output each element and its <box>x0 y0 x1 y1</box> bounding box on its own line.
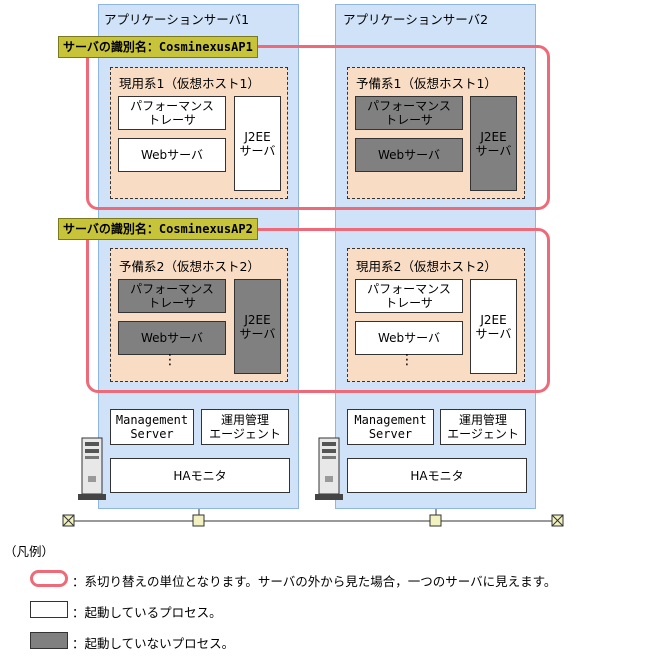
legend-title: （凡例） <box>4 544 55 559</box>
perf-tracer-process: パフォーマンス トレーサ <box>118 96 226 130</box>
j2ee-server-process: J2EE サーバ <box>470 96 517 191</box>
legend-white-swatch <box>30 601 68 618</box>
legend-white-text: ：起動しているプロセス。 <box>72 605 222 620</box>
perf-tracer-process: パフォーマンス トレーサ <box>355 96 463 130</box>
legend-red-text: ：系切り替えの単位となります。サーバの外から見た場合，一つのサーバに見えます。 <box>72 574 557 589</box>
management-server-box: Management Server <box>110 409 194 445</box>
server-2-title: アプリケーションサーバ2 <box>343 12 489 27</box>
j2ee-server-process: J2EE サーバ <box>470 279 517 374</box>
j2ee-server-process: J2EE サーバ <box>234 96 281 191</box>
j2ee-server-process: J2EE サーバ <box>234 279 281 374</box>
server-id-label-2: サーバの識別名：CosminexusAP2 <box>58 218 258 240</box>
network-line <box>62 509 564 527</box>
more-processes-ellipsis: ⋮ <box>400 352 414 368</box>
host-active-2-title: 現用系2（仮想ホスト2） <box>356 259 497 274</box>
ha-monitor-box: HAモニタ <box>110 458 290 493</box>
legend-gray-text: ：起動していないプロセス。 <box>72 636 235 651</box>
legend-red-swatch <box>30 570 68 587</box>
server-id-label-1: サーバの識別名：CosminexusAP1 <box>58 36 258 58</box>
server-machine-icon <box>315 437 343 500</box>
switchover-group-2 <box>86 228 550 393</box>
host-standby-1-title: 予備系1（仮想ホスト1） <box>356 76 497 91</box>
server-1-title: アプリケーションサーバ1 <box>104 12 250 27</box>
web-server-process: Webサーバ <box>355 138 463 172</box>
perf-tracer-process: パフォーマンス トレーサ <box>355 279 463 313</box>
more-processes-ellipsis: ⋮ <box>163 352 177 368</box>
web-server-process: Webサーバ <box>355 321 463 355</box>
ha-monitor-box: HAモニタ <box>347 458 527 493</box>
switchover-group-1 <box>86 45 550 210</box>
management-server-box: Management Server <box>347 409 434 445</box>
ops-agent-box: 運用管理 エージェント <box>201 409 289 445</box>
host-active-1-title: 現用系1（仮想ホスト1） <box>119 76 260 91</box>
web-server-process: Webサーバ <box>118 138 226 172</box>
host-standby-2-title: 予備系2（仮想ホスト2） <box>119 259 260 274</box>
perf-tracer-process: パフォーマンス トレーサ <box>118 279 226 313</box>
ops-agent-box: 運用管理 エージェント <box>440 409 526 445</box>
server-machine-icon <box>78 437 106 500</box>
legend-gray-swatch <box>30 632 68 649</box>
web-server-process: Webサーバ <box>118 321 226 355</box>
